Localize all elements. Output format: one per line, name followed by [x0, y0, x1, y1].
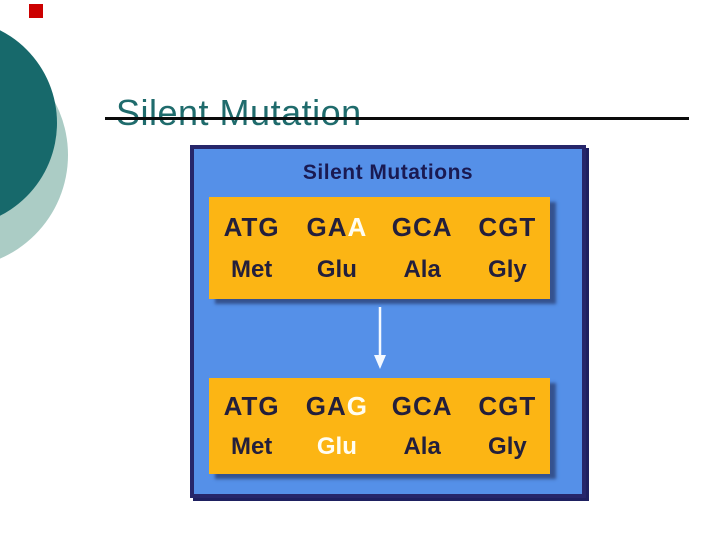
- codon-atg: ATG: [223, 391, 280, 422]
- silent-mutation-diagram: Silent Mutations ATG GAA GCA CGT Met Glu…: [190, 145, 586, 498]
- page-title: Silent Mutation: [116, 92, 362, 134]
- amino-glu-unchanged-highlight: Glu: [316, 432, 357, 460]
- codon-cgt: CGT: [478, 212, 537, 243]
- codon-row: ATG GAA GCA CGT: [209, 214, 550, 240]
- amino-met: Met: [230, 432, 273, 460]
- title-underline: [105, 117, 689, 120]
- mutated-sequence-bar: ATG GAG GCA CGT Met Glu Ala Gly: [209, 378, 550, 474]
- diagram-heading: Silent Mutations: [302, 161, 474, 184]
- red-square-marker: [29, 4, 43, 18]
- codon-gaa: GAA: [306, 212, 368, 243]
- amino-met: Met: [230, 255, 273, 283]
- amino-gly: Gly: [488, 432, 527, 460]
- codon-atg: ATG: [223, 212, 280, 243]
- mutation-base-highlight: A: [347, 212, 368, 243]
- original-sequence-bar: ATG GAA GCA CGT Met Glu Ala Gly: [209, 197, 550, 299]
- codon-gag: GAG: [305, 391, 368, 422]
- amino-glu: Glu: [316, 255, 357, 283]
- amino-acid-row: Met Glu Ala Gly: [209, 255, 550, 283]
- amino-ala: Ala: [403, 255, 441, 283]
- codon-gca: GCA: [391, 212, 453, 243]
- mutation-base-highlight: G: [346, 391, 368, 422]
- amino-gly: Gly: [488, 255, 527, 283]
- amino-acid-row: Met Glu Ala Gly: [209, 432, 550, 460]
- codon-row: ATG GAG GCA CGT: [209, 393, 550, 419]
- codon-gca: GCA: [391, 391, 453, 422]
- down-arrow-icon: [372, 307, 388, 371]
- codon-cgt: CGT: [478, 391, 537, 422]
- amino-ala: Ala: [403, 432, 441, 460]
